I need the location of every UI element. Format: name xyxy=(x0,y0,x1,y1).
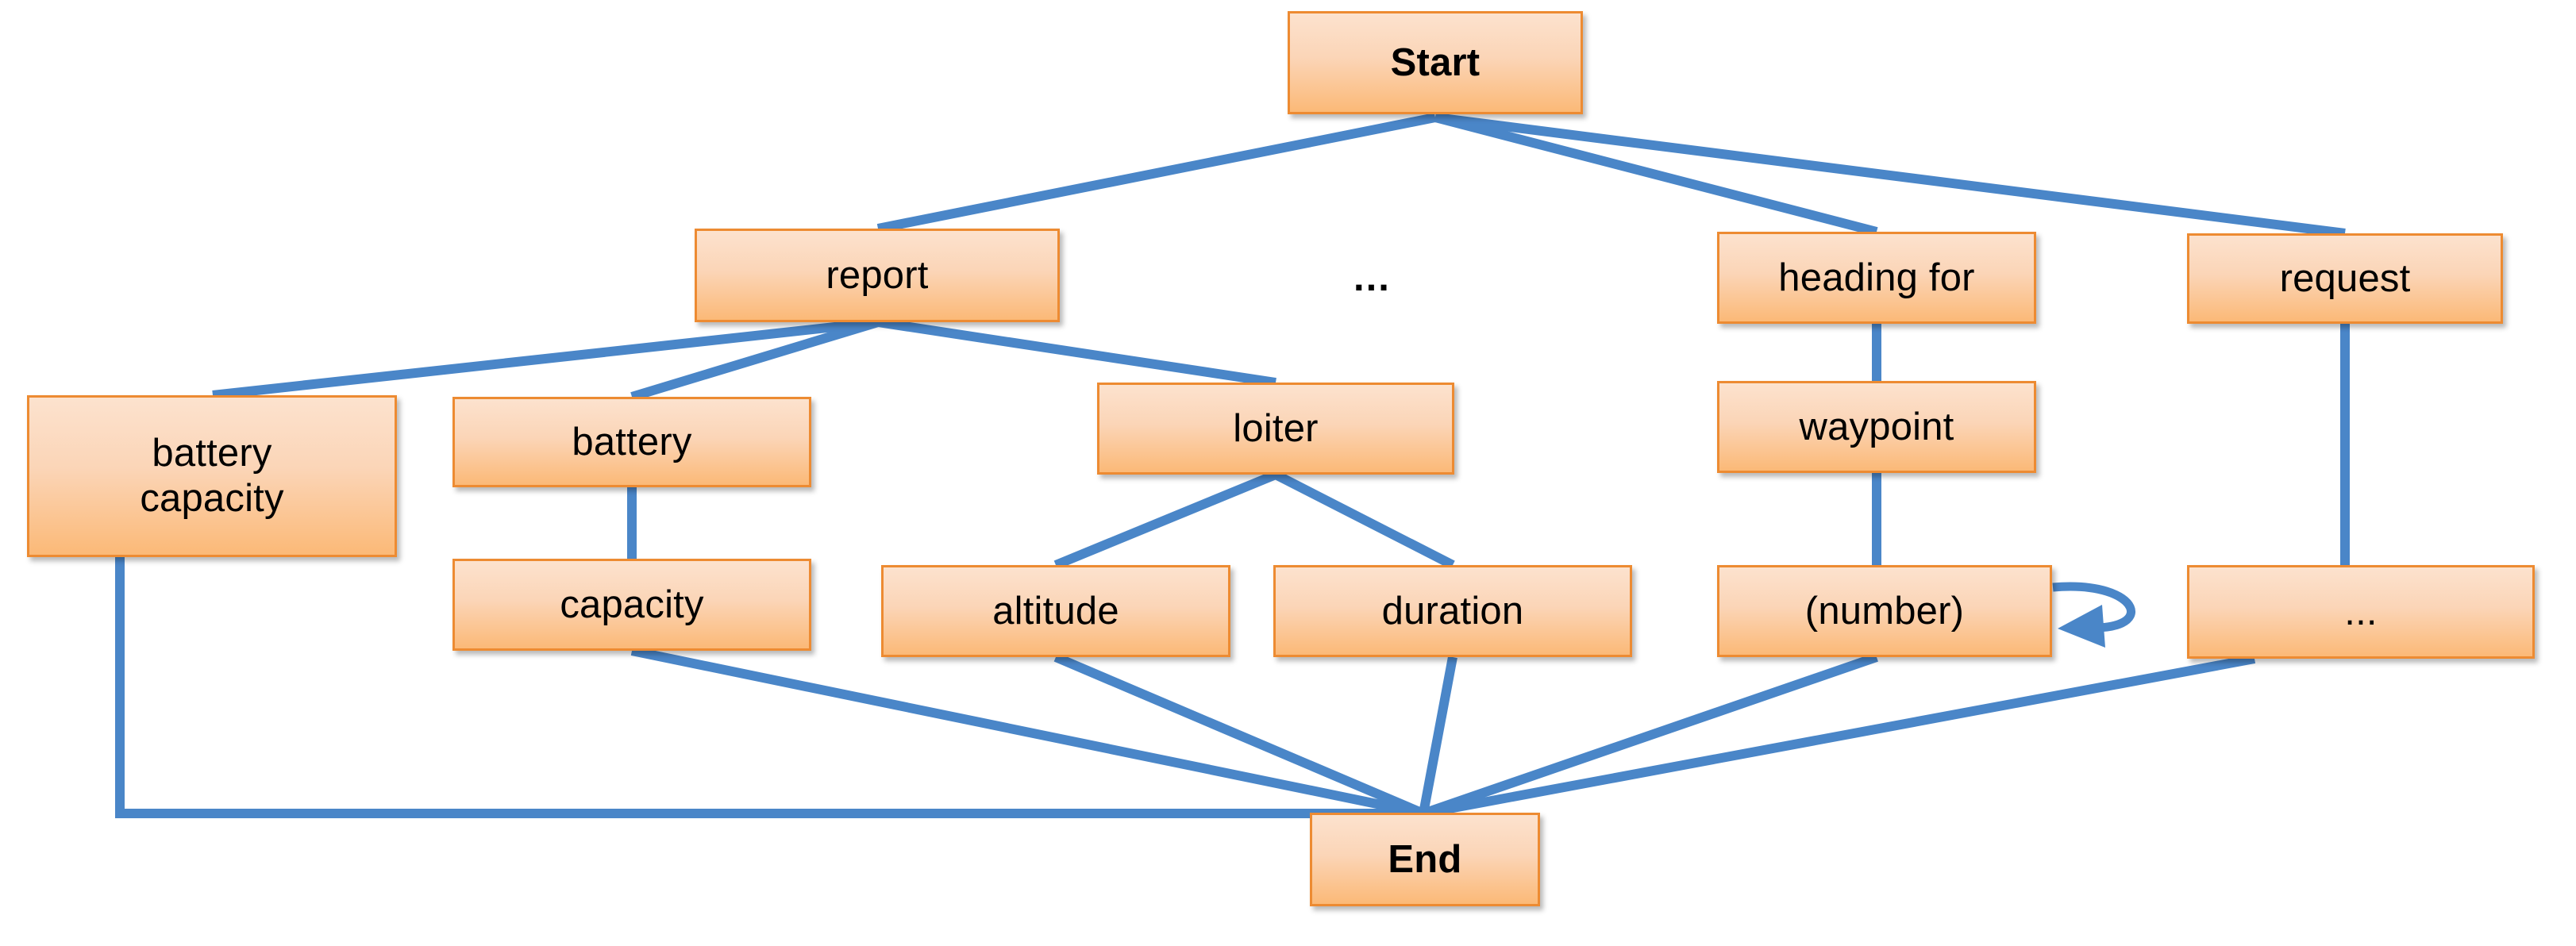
edge-altitude-to-end xyxy=(1053,652,1426,818)
node-label: loiter xyxy=(1233,406,1319,450)
edge-battery-capacity-to-end xyxy=(115,557,1423,818)
node-label: battery capacity xyxy=(140,432,284,520)
node-label: waypoint xyxy=(1799,405,1954,448)
node-label: battery xyxy=(572,420,692,463)
node-ellipsis_box[interactable]: ... xyxy=(2187,565,2535,659)
node-label: End xyxy=(1388,837,1462,881)
edge-capacity-to-end xyxy=(630,646,1425,818)
node-waypoint[interactable]: waypoint xyxy=(1717,381,2036,473)
node-battery_capacity[interactable]: battery capacity xyxy=(27,395,397,557)
node-loiter[interactable]: loiter xyxy=(1097,383,1454,475)
node-label: report xyxy=(826,253,929,297)
edge-ellipsis-box-to-end xyxy=(1422,654,2256,818)
edge-number-to-end xyxy=(1422,652,1878,818)
node-start[interactable]: Start xyxy=(1288,11,1583,114)
edge-report-to-loiter xyxy=(877,317,1276,387)
floating-label-ellipsis_gap: ... xyxy=(1353,256,1391,299)
edge-number-self-loop xyxy=(2052,582,2135,633)
edge-start-to-heading-for xyxy=(1434,113,1878,236)
edge-start-to-report xyxy=(876,113,1437,233)
node-report[interactable]: report xyxy=(695,229,1060,322)
node-label: capacity xyxy=(560,583,704,626)
edge-loiter-to-altitude xyxy=(1053,470,1278,570)
edge-loiter-to-duration xyxy=(1273,470,1455,570)
node-label: Start xyxy=(1390,40,1481,84)
node-label: (number) xyxy=(1804,589,1965,633)
edge-report-to-battery xyxy=(630,317,880,402)
node-label: ... xyxy=(2344,590,2378,633)
node-heading_for[interactable]: heading for xyxy=(1717,232,2036,324)
node-capacity[interactable]: capacity xyxy=(452,559,811,651)
node-label: request xyxy=(2279,256,2411,300)
node-label: heading for xyxy=(1778,256,1975,299)
self-loop-arrowhead-icon xyxy=(2058,605,2105,648)
edge-duration-to-end xyxy=(1419,656,1457,815)
node-end[interactable]: End xyxy=(1310,813,1540,906)
node-request[interactable]: request xyxy=(2187,233,2503,324)
node-altitude[interactable]: altitude xyxy=(881,565,1230,657)
node-label: duration xyxy=(1381,589,1524,633)
node-battery[interactable]: battery xyxy=(452,397,811,487)
node-duration[interactable]: duration xyxy=(1273,565,1632,657)
edge-report-to-battery-capacity xyxy=(212,317,879,400)
node-label: altitude xyxy=(992,589,1119,633)
node-number[interactable]: (number) xyxy=(1717,565,2052,657)
edge-start-to-request xyxy=(1434,113,2346,238)
